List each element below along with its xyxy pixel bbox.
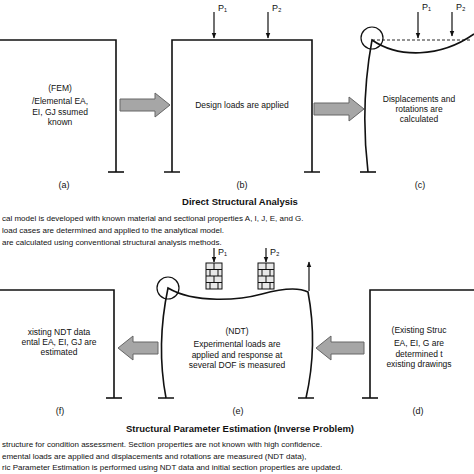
rotation-circle — [157, 277, 179, 299]
load-arrow — [265, 248, 266, 262]
load-symbol: P₂ — [270, 247, 280, 257]
panel-letter: (f) — [56, 406, 65, 416]
panel-letter: (d) — [413, 406, 424, 416]
brick-load — [258, 263, 274, 289]
panel-letter: (a) — [59, 180, 70, 190]
panel-box: xisting NDT data ental EA, EI, GJ are es… — [0, 284, 118, 400]
portal-frame — [172, 40, 312, 172]
note-line: are calculated using conventional struct… — [2, 238, 222, 247]
section-title: Structural Parameter Estimation (Inverse… — [126, 424, 354, 435]
panel-text: EA, EI, G are determined t existing draw… — [382, 338, 456, 369]
portal-frame — [0, 290, 114, 398]
panel-letter: (c) — [415, 180, 426, 190]
panel-text: (Existing Struc — [374, 325, 464, 335]
panel-box: Displacements and rotations are calculat… — [364, 44, 474, 174]
undeformed-line — [372, 40, 472, 41]
load-symbol: P₁ — [422, 2, 431, 12]
panel-text: Design loads are applied — [180, 100, 304, 110]
panel-text: xisting NDT data ental EA, EI, GJ are es… — [20, 327, 98, 358]
panel-text: (FEM) — [25, 83, 95, 93]
load-arrow — [451, 12, 452, 36]
note-line: structure for condition assessment. Sect… — [2, 440, 322, 449]
deformed-frame — [365, 34, 474, 172]
block-arrow — [120, 93, 170, 117]
support — [106, 397, 122, 399]
load-symbol: P₁ — [218, 247, 227, 257]
panel-letter: (b) — [237, 180, 248, 190]
panel-box: Design loads are applied — [170, 36, 314, 174]
load-arrow — [417, 12, 418, 38]
note-line: emental loads are applied and displaceme… — [2, 452, 306, 461]
rotation-circle — [361, 27, 383, 49]
support — [108, 171, 124, 173]
panel-box: (NDT) Experimental loads are applied and … — [158, 296, 316, 400]
note-line: load cases are determined and applied to… — [2, 226, 224, 235]
load-arrow — [267, 12, 268, 38]
panel-text: /Elemental EA, EI, GJ ssumed known — [28, 96, 92, 127]
support — [164, 171, 320, 173]
load-symbol: P₂ — [456, 2, 466, 12]
portal-frame — [370, 290, 474, 398]
panel-box: (Existing StrucEA, EI, G are determined … — [364, 294, 474, 400]
note-line: cal model is developed with known materi… — [2, 214, 304, 223]
block-arrow — [316, 336, 364, 360]
brick-load — [206, 263, 222, 289]
load-arrow — [213, 12, 214, 38]
block-arrow — [118, 336, 158, 360]
deformed-frame — [161, 288, 312, 398]
load-arrow — [213, 248, 214, 262]
response-arrow — [308, 262, 309, 291]
support — [158, 397, 314, 399]
portal-frame — [0, 40, 116, 172]
block-arrow — [314, 97, 364, 121]
load-symbol: P₂ — [272, 3, 282, 13]
note-line: ric Parameter Estimation is performed us… — [2, 463, 342, 472]
panel-text: Experimental loads are applied and respo… — [181, 339, 293, 370]
load-symbol: P₁ — [218, 3, 227, 13]
panel-letter: (e) — [233, 406, 244, 416]
support — [362, 397, 378, 399]
panel-text: Displacements and rotations are calculat… — [382, 94, 456, 125]
support — [360, 171, 376, 173]
panel-box: (FEM) /Elemental EA, EI, GJ ssumed known — [0, 36, 120, 174]
section-title: Direct Structural Analysis — [182, 197, 298, 208]
panel-text: (NDT) — [187, 326, 287, 336]
